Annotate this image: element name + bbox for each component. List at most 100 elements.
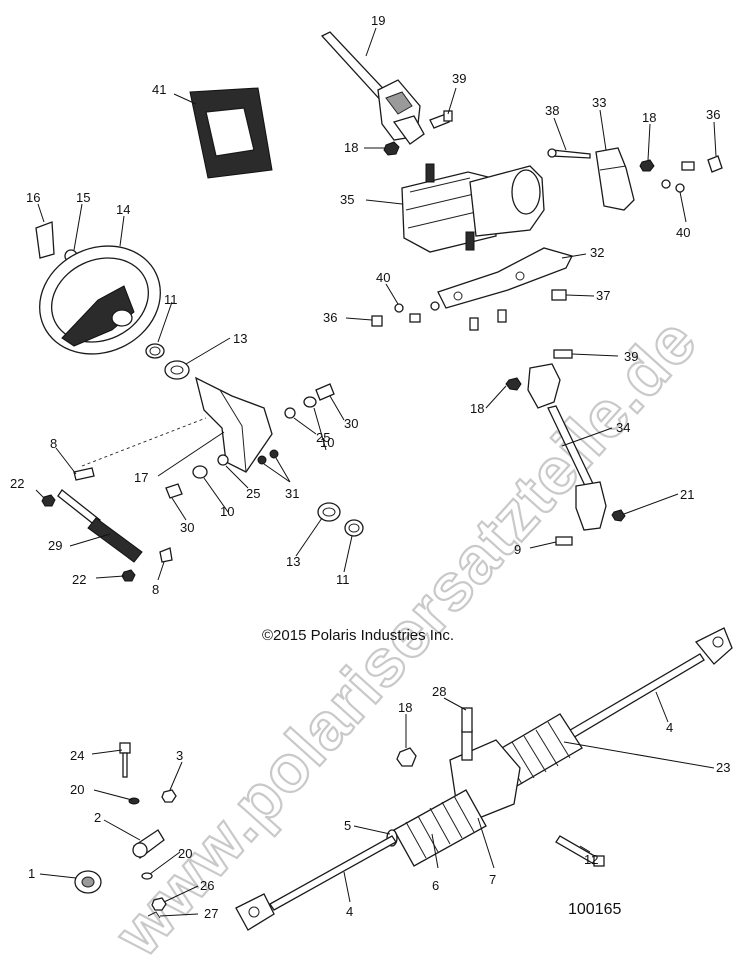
callout-38: 38 (545, 103, 559, 118)
callout-20: 20 (178, 846, 192, 861)
callout-25: 25 (316, 430, 330, 445)
callout-8: 8 (152, 582, 159, 597)
part-13-bearing-lower (317, 502, 341, 522)
callout-13: 13 (233, 331, 247, 346)
part-21-nut (611, 509, 626, 522)
part-6-boot-left (393, 789, 487, 867)
part-32-mount-bracket (437, 247, 573, 309)
callout-21: 21 (680, 487, 694, 502)
callout-37: 37 (596, 288, 610, 303)
callout-20: 20 (70, 782, 84, 797)
callout-10: 10 (320, 435, 334, 450)
callout-31: 31 (285, 486, 299, 501)
part-2-rod-end (132, 829, 165, 859)
part-30-bolt-lower (165, 483, 183, 499)
part-22-nut-lower (121, 569, 136, 582)
callout-22: 22 (72, 572, 86, 587)
callout-7: 7 (489, 872, 496, 887)
callout-29: 29 (48, 538, 62, 553)
part-39-bolt-lower (553, 349, 573, 359)
part-20-washer-lower (141, 872, 153, 880)
part-18-nut-shaft (505, 377, 522, 391)
part-30-bolt-upper (315, 383, 335, 401)
callout-labels: 19 39 41 18 38 33 18 36 35 40 16 15 14 3… (10, 13, 730, 921)
part-33-bracket (595, 147, 635, 211)
part-17-column-bracket (195, 376, 273, 473)
part-20-washer-upper (128, 797, 140, 805)
leader-lines (35, 27, 717, 917)
part-4-tie-rod-right (558, 627, 733, 743)
part-31-nuts (257, 449, 279, 465)
callout-40: 40 (676, 225, 690, 240)
callout-5: 5 (344, 818, 351, 833)
callout-33: 33 (592, 95, 606, 110)
callout-16: 16 (26, 190, 40, 205)
callout-18: 18 (398, 700, 412, 715)
callout-39: 39 (624, 349, 638, 364)
callout-11: 11 (336, 572, 350, 587)
part-10-spacer-lower (192, 465, 208, 479)
callout-17: 17 (134, 470, 148, 485)
callout-2: 2 (94, 810, 101, 825)
callout-11: 11 (164, 292, 178, 307)
part-29-gas-strut (57, 489, 143, 563)
callout-24: 24 (70, 748, 84, 763)
part-39-bolt-upper (429, 110, 453, 129)
part-12-bolt (555, 835, 605, 867)
part-3-nut (161, 789, 177, 803)
callout-15: 15 (76, 190, 90, 205)
callout-35: 35 (340, 192, 354, 207)
callout-40: 40 (376, 270, 390, 285)
callout-27: 27 (204, 906, 218, 921)
part-18-nut-bracket (639, 159, 655, 172)
part-18-nut-rack (396, 747, 417, 767)
part-4-tie-rod-left (235, 835, 397, 931)
part-26-nut (151, 897, 167, 911)
callout-30: 30 (180, 520, 194, 535)
callout-9: 9 (514, 542, 521, 557)
callout-34: 34 (616, 420, 630, 435)
part-9-bolt (555, 536, 573, 546)
part-40-washer-right (661, 179, 685, 193)
part-11-bushing-lower (344, 519, 364, 537)
callout-22: 22 (10, 476, 24, 491)
callout-4: 4 (346, 904, 353, 919)
part-36-bolt-right (681, 155, 723, 173)
callout-18: 18 (642, 110, 656, 125)
part-41-boot-plate (189, 87, 273, 179)
callout-18: 18 (470, 401, 484, 416)
callout-18: 18 (344, 140, 358, 155)
callout-13: 13 (286, 554, 300, 569)
part-14-steering-wheel (39, 245, 161, 355)
callout-39: 39 (452, 71, 466, 86)
callout-8: 8 (50, 436, 57, 451)
copyright-notice: ©2015 Polaris Industries Inc. (262, 627, 454, 644)
part-22-nut-upper (41, 494, 56, 507)
callout-19: 19 (371, 13, 385, 28)
part-25-washer-upper (284, 407, 296, 419)
callout-14: 14 (116, 202, 130, 217)
part-34-intermediate-shaft (527, 363, 607, 531)
callout-41: 41 (152, 82, 166, 97)
callout-6: 6 (432, 878, 439, 893)
callout-32: 32 (590, 245, 604, 260)
part-35-eps-unit (401, 163, 545, 253)
part-18-nut-upper (383, 141, 400, 156)
part-1-bushing (74, 870, 102, 894)
part-13-bearing-upper (164, 360, 190, 380)
callout-36: 36 (706, 107, 720, 122)
part-40-washer-left (394, 301, 440, 313)
part-25-washer-lower (217, 454, 229, 466)
callout-12: 12 (584, 852, 598, 867)
callout-1: 1 (28, 866, 35, 881)
diagram-number: 100165 (568, 901, 622, 918)
part-8-pin-upper (73, 467, 95, 481)
part-27-cotter-pin (147, 911, 161, 919)
callout-23: 23 (716, 760, 730, 775)
part-11-bushing-upper (145, 343, 165, 359)
part-28-pinion-cap (461, 707, 473, 733)
part-24-bolt (119, 742, 131, 778)
part-16-cap (35, 221, 55, 259)
callout-30: 30 (344, 416, 358, 431)
